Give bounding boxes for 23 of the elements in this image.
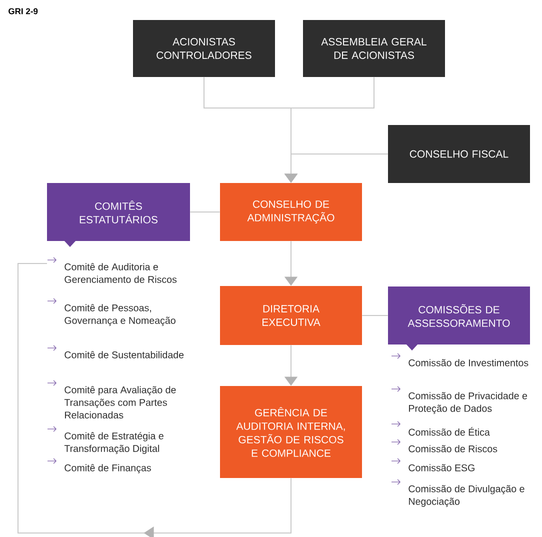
process-box: DIRETORIA EXECUTIVA [220,286,362,345]
dark-box: ACIONISTAS CONTROLADORES [133,20,275,77]
list-item: Comitê para Avaliação de Transações com Partes Relacionadas [47,380,176,419]
list-item: Comissão de Divulgação e Negociação [391,479,524,507]
list-item: Comitê de Sustentabilidade [47,345,184,358]
list-item: Comitê de Finanças [47,458,151,474]
list-item: Comitê de Estratégia e Transformação Digital [47,426,164,454]
connector [362,315,388,316]
list-item: Comitê de Auditoria e Gerenciamento de Riscos [47,257,177,283]
dark-box: CONSELHO FISCAL [388,125,530,183]
connector [18,263,292,537]
list-item: Comissão de Investimentos [391,353,528,366]
dark-box: ASSEMBLEIA GERAL DE ACIONISTAS [303,20,445,77]
list-item: Comissão ESG [391,458,474,472]
process-box: CONSELHO DE ADMINISTRAÇÃO [220,183,362,241]
list-item: Comissão de Riscos [391,439,498,452]
list-item: Comitê de Pessoas, Governança e Nomeação [47,298,176,326]
heading: GRI 2-9 [8,8,38,14]
list-item: Comissão de Privacidade e Proteção de Dados [391,386,528,414]
committee-box: COMISSÕES DE ASSESSORAMENTO [388,286,530,350]
list-item: Comissão de Ética [391,421,490,436]
process-box: GERÊNCIA DE AUDITORIA INTERNA, GESTÃO DE RISCOS E COMPLIANCE [220,386,362,478]
committee-box: COMITÊS ESTATUTÁRIOS [47,183,190,247]
